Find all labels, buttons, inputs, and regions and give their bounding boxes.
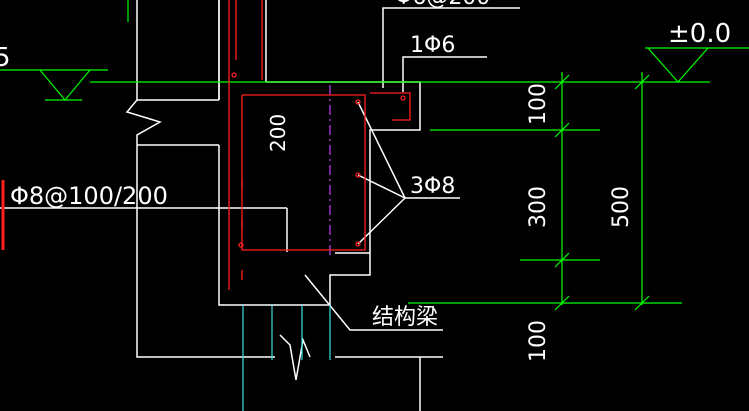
tick-5 [634, 74, 650, 90]
dimension-lines [0, 0, 749, 311]
bars-leader-2 [357, 174, 406, 199]
dim-200-label: 200 [266, 114, 290, 152]
top-label-leader [382, 7, 520, 88]
tick-4 [554, 295, 570, 311]
bars-leader-1 [357, 101, 406, 199]
rebar-dot-1 [231, 72, 237, 78]
rebar-dot-5 [400, 95, 406, 101]
level-label-right: ±0.0 [668, 19, 731, 49]
bars-label: 3Φ8 [410, 174, 455, 199]
rebar-dot-2 [355, 99, 361, 105]
dim-300-label: 300 [526, 186, 551, 228]
wall-left-edge [125, 0, 275, 358]
slab-top [266, 81, 421, 253]
level-triangle-left [39, 69, 91, 101]
bars-leader-3 [357, 197, 406, 245]
stirrup-label: 1Φ6 [410, 33, 455, 58]
dim-100-bottom-label: 100 [526, 320, 551, 362]
stirrup-leader [402, 56, 487, 92]
rebar-dot-3 [355, 172, 361, 178]
tick-6 [634, 295, 650, 311]
dim-500-label: 500 [609, 186, 634, 228]
dim-100-top-label: 100 [526, 83, 551, 125]
tick-1 [554, 74, 570, 90]
left-edge-label: 5 [0, 43, 11, 73]
beam-name-label: 结构梁 [372, 305, 438, 330]
top-stirrup-hook [370, 92, 411, 121]
beam-name-leader [304, 274, 443, 331]
tick-3 [554, 252, 570, 268]
rebar [1, 0, 411, 290]
tick-2 [554, 122, 570, 138]
left-spec-label: Φ8@100/200 [10, 182, 168, 210]
rebar-dot-4 [355, 241, 361, 247]
rebar-dot-6 [238, 242, 244, 248]
beam-stirrup [241, 94, 366, 251]
pile-break [279, 334, 311, 381]
concrete-outline [0, 0, 520, 411]
level-triangle-right [647, 47, 709, 83]
top-partial-label: Φ6@200 [395, 0, 490, 10]
pile-lines [242, 305, 331, 411]
